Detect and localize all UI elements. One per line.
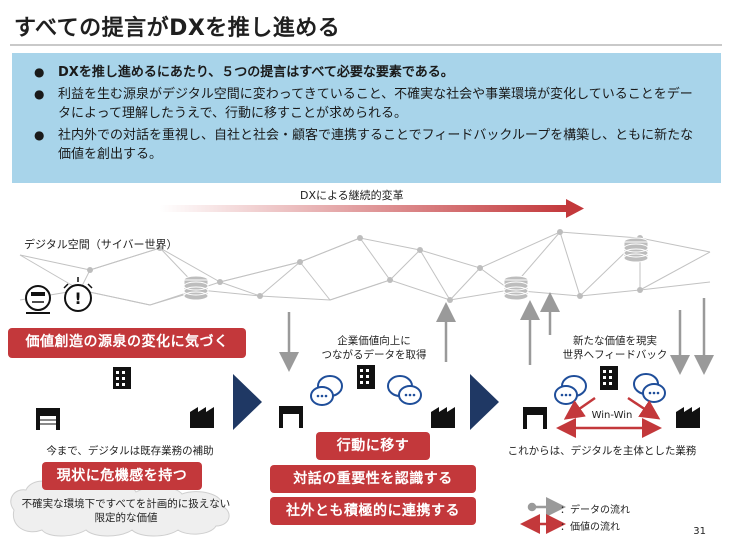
uncertainty-text: 不確実な環境下ですべてを計画的に扱えない 限定的な価値 bbox=[8, 497, 244, 525]
feedback-line: 新たな価値を現実 bbox=[573, 335, 657, 347]
speech-bubble-icon bbox=[554, 375, 587, 405]
summary-bullet: 社内外での対話を重視し、自社と社会・顧客で連携することでフィードバックループを構… bbox=[34, 126, 703, 164]
factory-icon bbox=[431, 407, 455, 428]
legend-data-flow: ：データの流れ bbox=[560, 505, 630, 516]
warehouse-icon bbox=[279, 406, 303, 428]
future-caption: これからは、デジタルを主体とした業務 bbox=[507, 445, 697, 457]
uncertainty-line: 限定的な価値 bbox=[94, 512, 158, 524]
speech-bubble-icon bbox=[387, 375, 422, 405]
data-acquire-line: つながるデータを取得 bbox=[321, 349, 427, 361]
dialogue-importance-box: 対話の重要性を認識する bbox=[270, 465, 476, 493]
realize-change-box: 価値創造の源泉の変化に気づく bbox=[8, 328, 246, 358]
worried-person-icon bbox=[25, 285, 51, 314]
take-action-box: 行動に移す bbox=[316, 432, 430, 460]
office-building-icon bbox=[357, 365, 375, 389]
data-acquire-line: 企業価値向上に bbox=[337, 335, 411, 347]
factory-icon bbox=[190, 407, 214, 428]
database-icon bbox=[183, 275, 209, 301]
factory-icon bbox=[676, 407, 700, 428]
summary-panel: DXを推し進めるにあたり、５つの提言はすべて必要な要素である。 利益を生む源泉が… bbox=[12, 53, 721, 183]
warehouse-icon bbox=[36, 408, 60, 430]
database-icon bbox=[503, 275, 529, 301]
progress-chevron bbox=[233, 374, 262, 430]
win-win-label: Win-Win bbox=[591, 410, 633, 421]
past-caption: 今まで、デジタルは既存業務の補助 bbox=[46, 445, 214, 457]
svg-text:!: ! bbox=[74, 289, 81, 308]
page-number: 31 bbox=[693, 526, 706, 537]
summary-list: DXを推し進めるにあたり、５つの提言はすべて必要な要素である。 利益を生む源泉が… bbox=[34, 63, 703, 164]
trend-arrow bbox=[160, 199, 584, 218]
alert-person-icon: ! bbox=[63, 277, 93, 312]
external-collaboration-box: 社外とも積極的に連携する bbox=[270, 497, 476, 525]
cyber-space-label: デジタル空間（サイバー世界） bbox=[24, 238, 178, 251]
uncertainty-line: 不確実な環境下ですべてを計画的に扱えない bbox=[21, 498, 231, 510]
speech-bubble-icon bbox=[310, 375, 343, 406]
bubble-dots bbox=[316, 391, 660, 398]
warehouse-icon bbox=[523, 407, 547, 429]
legend-value-flow: ：価値の流れ bbox=[560, 522, 620, 533]
trend-label: DXによる継続的変革 bbox=[300, 189, 404, 202]
progress-chevron bbox=[470, 374, 499, 430]
legend-data-flow-symbol bbox=[527, 497, 566, 517]
office-building-icon bbox=[600, 366, 618, 390]
summary-bullet: 利益を生む源泉がデジタル空間に変わってきていること、不確実な社会や事業環境が変化… bbox=[34, 85, 703, 123]
page-title: すべての提言がDXを推し進める bbox=[14, 16, 341, 41]
value-flow-arrows bbox=[556, 396, 662, 438]
database-icon bbox=[623, 237, 649, 263]
data-acquire-label: 企業価値向上に つながるデータを取得 bbox=[320, 334, 428, 362]
speech-bubble-icon bbox=[633, 373, 666, 403]
feedback-line: 世界へフィードバック bbox=[562, 349, 668, 361]
office-building-icon bbox=[113, 367, 131, 389]
title-divider bbox=[10, 44, 722, 46]
summary-bullet: DXを推し進めるにあたり、５つの提言はすべて必要な要素である。 bbox=[34, 63, 703, 82]
data-flow-arrows bbox=[279, 292, 714, 375]
feedback-label: 新たな価値を現実 世界へフィードバック bbox=[560, 334, 670, 362]
crisis-awareness-box: 現状に危機感を持つ bbox=[42, 462, 202, 490]
